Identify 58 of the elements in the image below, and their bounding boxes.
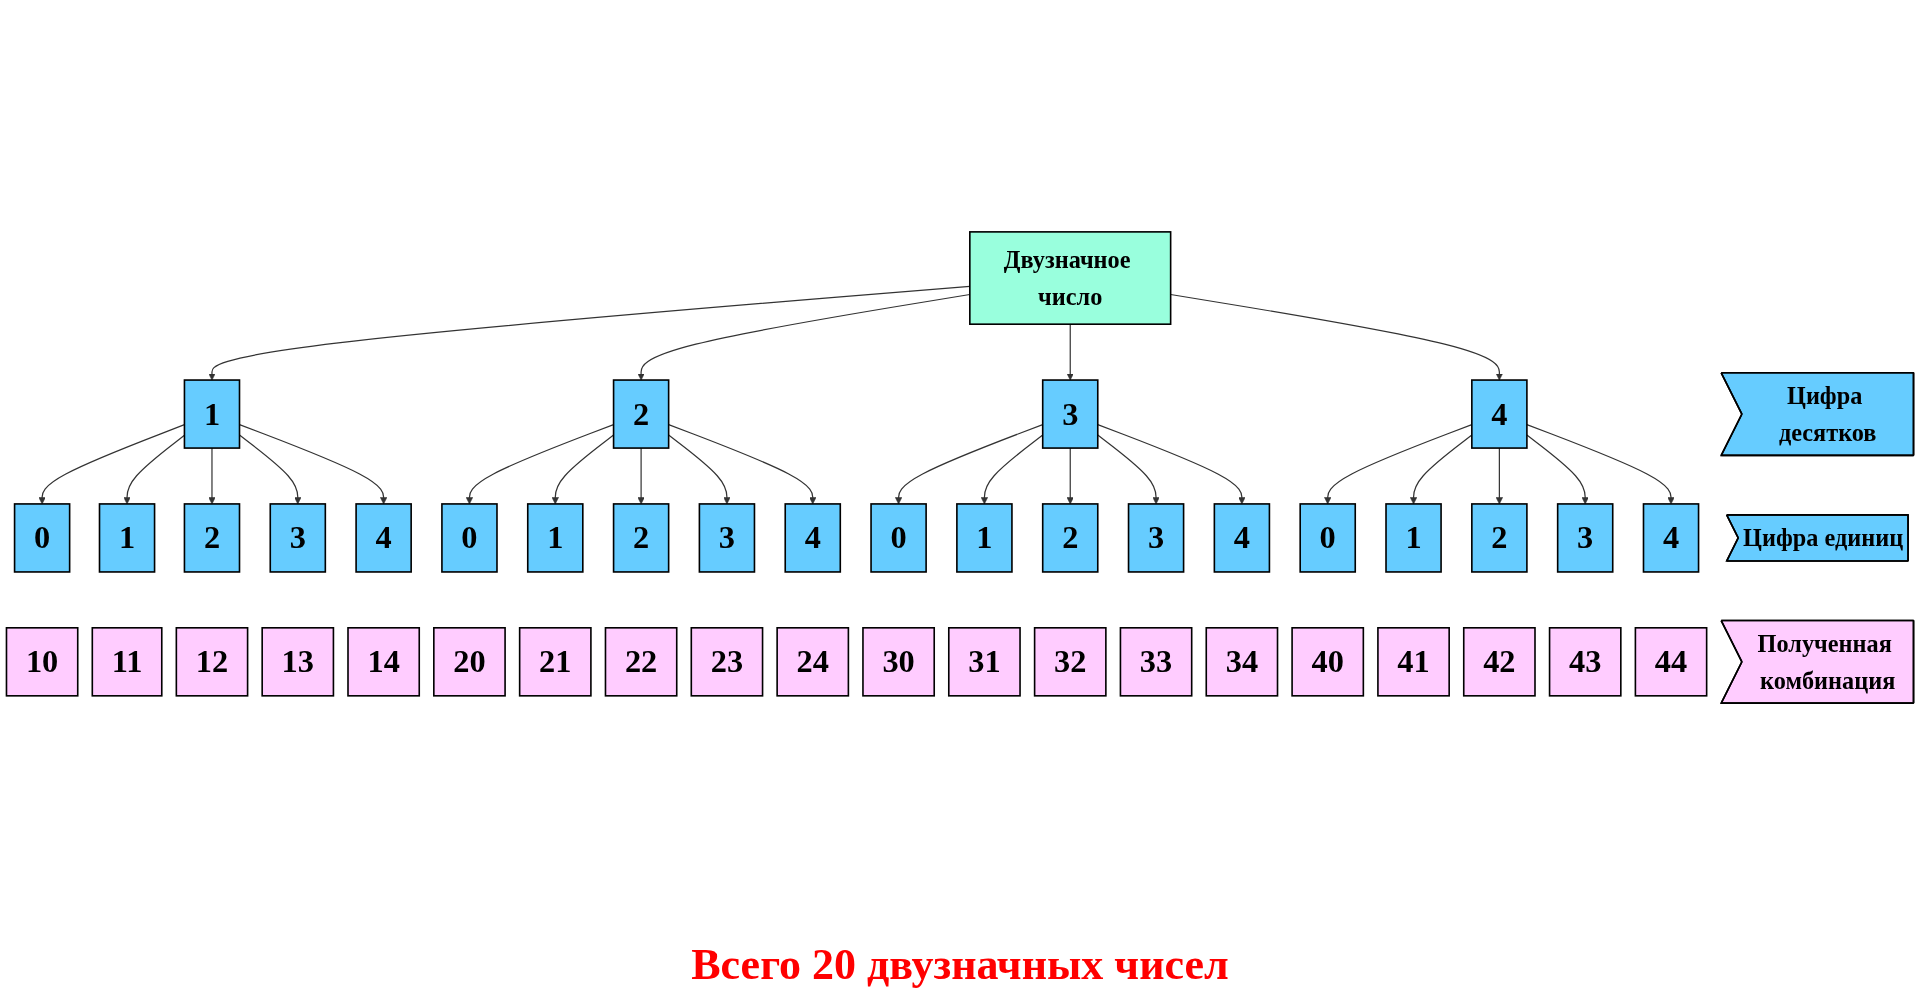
node-box: Двузначное число: [969, 231, 1172, 325]
arrow: [1526, 434, 1589, 505]
arrow: [1097, 434, 1160, 505]
node-box: 1: [98, 503, 156, 573]
node-box: 3: [1556, 503, 1614, 573]
node-box: 14: [347, 627, 421, 697]
node-box: 4: [355, 503, 412, 573]
node-box: 21: [518, 627, 592, 697]
node-box: 32: [1033, 627, 1107, 697]
node-box: 33: [1119, 627, 1193, 697]
node-box: 43: [1548, 627, 1622, 697]
node-box: 0: [13, 503, 71, 573]
node-box: 30: [862, 627, 935, 697]
node-box: 2: [612, 379, 670, 449]
arrow: [637, 447, 645, 505]
node-box: 3: [1127, 503, 1185, 573]
node-box: 4: [784, 503, 842, 573]
node-box: 4: [1642, 503, 1700, 573]
node-box: 2: [1041, 503, 1099, 573]
node-box: 1: [956, 503, 1013, 573]
arrow: [208, 447, 216, 505]
node-box: 2: [183, 503, 241, 573]
node-box: 1: [183, 379, 241, 449]
node-box: 0: [870, 503, 927, 573]
node-box: 31: [947, 627, 1021, 697]
node-box: 42: [1462, 627, 1536, 697]
node-box: 34: [1205, 627, 1279, 697]
node-box: 2: [612, 503, 670, 573]
node-box: 4: [1213, 503, 1271, 573]
arrow: [1495, 447, 1503, 505]
node-box: 3: [269, 503, 327, 573]
node-box: 23: [690, 627, 764, 697]
node-box: 40: [1291, 627, 1365, 697]
node-box: 0: [441, 503, 498, 573]
arrow: [1066, 323, 1074, 381]
arrow: [668, 423, 817, 505]
node-box: 0: [1299, 503, 1357, 573]
arrow: [668, 434, 731, 505]
node-box: 44: [1634, 627, 1708, 697]
node-box: 1: [526, 503, 584, 573]
node-box: 2: [1471, 503, 1528, 573]
node-box: 3: [1041, 379, 1099, 449]
node-box: 24: [776, 627, 850, 697]
node-box: 20: [433, 627, 506, 697]
node-box: 11: [91, 627, 163, 697]
arrow: [1097, 423, 1246, 505]
arrow: [1526, 423, 1675, 505]
summary-note: Всего 20 двузначных чисел: [691, 939, 1229, 990]
node-box: 3: [698, 503, 756, 573]
arrow: [1170, 293, 1503, 381]
arrow: [1066, 447, 1074, 505]
node-box: 1: [1385, 503, 1442, 573]
node-box: 4: [1471, 379, 1528, 449]
node-box: 22: [604, 627, 678, 697]
node-box: 41: [1377, 627, 1450, 697]
node-box: 10: [5, 627, 79, 697]
node-box: 13: [261, 627, 335, 697]
node-box: 12: [175, 627, 249, 697]
